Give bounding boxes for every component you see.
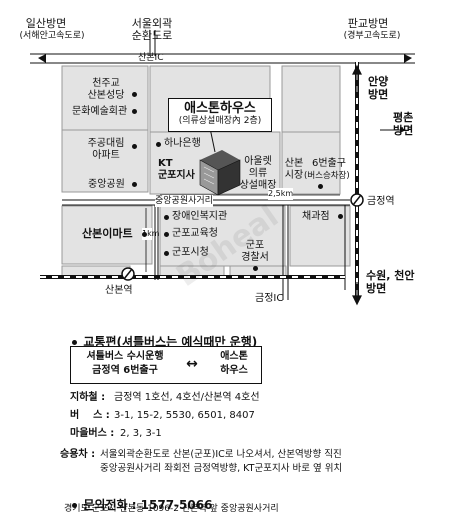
exit6-sub-label: (버스승차장) bbox=[304, 171, 350, 181]
anyang-direction: 안양 bbox=[368, 75, 389, 88]
education-office-dot bbox=[164, 232, 169, 237]
sanbon-ic-label: 산본IC bbox=[138, 53, 164, 63]
car-value-2: 중앙공원사거리 좌회전 금정역방향, KT군포지사 바로 옆 위치 bbox=[100, 463, 343, 474]
kt-label: KT bbox=[158, 158, 173, 169]
exit6-label: 6번출구 bbox=[312, 158, 346, 169]
suwon-direction: 수원, 천안 bbox=[366, 269, 415, 282]
shuttle-arrow: ↔ bbox=[186, 356, 198, 372]
outlet-label-3: 상설매장 bbox=[239, 180, 277, 191]
chaegwa-label: 채과점 bbox=[302, 211, 330, 222]
chaegwa-dot bbox=[338, 214, 343, 219]
geumjeong-station-label: 금정역 bbox=[367, 196, 395, 207]
bus-value: 3-1, 15-2, 5530, 6501, 8407 bbox=[114, 410, 255, 421]
central-park-dot bbox=[132, 182, 137, 187]
callout-line bbox=[209, 127, 216, 153]
sanbon-market-label: 산본 bbox=[284, 158, 304, 169]
target-name: 애스톤하우스 bbox=[184, 101, 256, 116]
ilsan-direction: 일산방면 bbox=[25, 17, 67, 30]
church-dot bbox=[132, 92, 137, 97]
police-label: 군포 bbox=[245, 240, 265, 251]
dest-line2: 하우스 bbox=[220, 365, 248, 376]
outlet-label: 아울렛 bbox=[244, 156, 272, 167]
car-value-1: 서울외곽순환도로 산본(군포)IC로 나오셔서, 산본역방향 직진 bbox=[100, 449, 342, 460]
disabled-welfare-label: 장애인복지관 bbox=[172, 211, 228, 222]
city-hall-dot bbox=[164, 251, 169, 256]
phone-text: 문의전화 : 1577-5066 bbox=[83, 498, 213, 512]
address: 경기도 군포시 산본동 1096-2 산본역 앞 중앙공원사거리 bbox=[64, 504, 279, 514]
sanbon-station-label: 산본역 bbox=[105, 285, 133, 296]
transport-title: 교통편(셔틀버스는 예식때만 운행) bbox=[64, 321, 257, 349]
building-icon bbox=[199, 150, 241, 196]
emart-label: 산본이마트 bbox=[82, 227, 133, 240]
exit6-dot bbox=[318, 184, 323, 189]
ilsan-direction-sub: (서해안고속도로) bbox=[19, 31, 85, 41]
target-sub: (의류상설매장內 2층) bbox=[178, 116, 262, 126]
suwon-direction-2: 방면 bbox=[366, 282, 387, 295]
subway-value: 금정역 1호선, 4호선/산본역 4호선 bbox=[114, 392, 260, 403]
central-park-street-label: 중앙공원사거리 bbox=[155, 195, 213, 207]
jugong-dot bbox=[132, 144, 137, 149]
shuttle-line2: 금정역 6번출구 bbox=[92, 365, 158, 376]
village-bus-value: 2, 3, 3-1 bbox=[120, 428, 162, 439]
pangyo-direction-sub: (경부고속도로) bbox=[343, 31, 401, 41]
shuttle-line1: 셔틀버스 수시운행 bbox=[86, 351, 164, 362]
hana-bank-label: 하나은행 bbox=[164, 138, 201, 149]
subway-label: 지하철 : bbox=[70, 392, 106, 403]
dest-line1: 애스톤 bbox=[220, 351, 248, 362]
target-callout: 애스톤하우스 (의류상설매장內 2층) bbox=[168, 98, 272, 132]
jugong-label-2: 아파트 bbox=[92, 150, 120, 161]
village-bus-label: 마을버스 : bbox=[70, 428, 115, 439]
education-office-label: 군포교육청 bbox=[172, 228, 218, 239]
church-label-2: 산본성당 bbox=[87, 90, 125, 101]
city-hall-label: 군포시청 bbox=[172, 247, 209, 258]
sanbon-market-label-2: 시장 bbox=[284, 170, 304, 181]
pangyo-direction: 판교방면 bbox=[347, 17, 389, 30]
outlet-label-2: 의류 bbox=[248, 168, 268, 179]
car-label: 승용차 : bbox=[60, 449, 96, 460]
geumjeong-ic-label: 금정IC bbox=[255, 293, 284, 304]
pyeongchon-direction-2: 방면 bbox=[393, 124, 414, 137]
central-park-label: 중앙공원 bbox=[88, 179, 125, 190]
seoul-outer-direction: 서울외곽 bbox=[131, 17, 173, 30]
direction-arrows bbox=[352, 64, 362, 306]
culture-hall-dot bbox=[132, 109, 137, 114]
pyeongchon-direction: 평촌 bbox=[393, 111, 414, 124]
hana-bank-dot bbox=[156, 142, 161, 147]
distance-1-label: 1km bbox=[142, 228, 160, 240]
seoul-outer-direction-2: 순환도로 bbox=[131, 29, 173, 42]
emart-dot bbox=[142, 232, 147, 237]
anyang-direction-2: 방면 bbox=[368, 88, 389, 101]
transport-title-text: 교통편(셔틀버스는 예식때만 운행) bbox=[83, 335, 258, 349]
bus-label: 버 스 : bbox=[70, 410, 110, 421]
disabled-welfare-dot bbox=[164, 215, 169, 220]
phone-label: 문의전화 : 1577-5066 bbox=[64, 484, 212, 512]
police-label-2: 경찰서 bbox=[241, 252, 269, 263]
church-label: 천주교 bbox=[92, 78, 120, 89]
shuttle-box: 셔틀버스 수시운행 금정역 6번출구 ↔ 애스톤 하우스 bbox=[70, 346, 262, 384]
outer-ring-highway bbox=[30, 53, 415, 64]
jugong-label: 주공대림 bbox=[87, 138, 125, 149]
culture-hall-label: 문화예술회관 bbox=[72, 106, 128, 117]
police-dot bbox=[253, 266, 258, 271]
kt-label-2: 군포지사 bbox=[158, 170, 195, 181]
distance-25-label: 2,5km bbox=[268, 188, 294, 200]
